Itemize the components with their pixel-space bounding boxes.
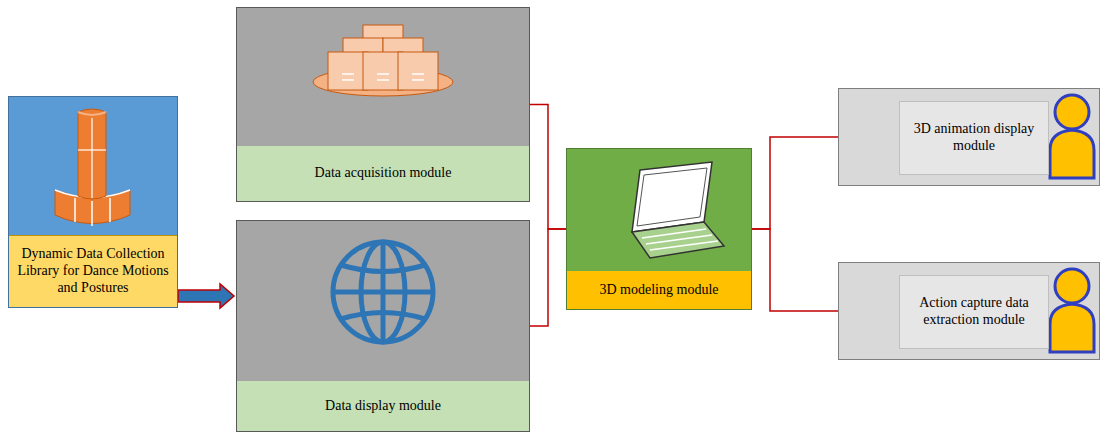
library-box: Dynamic Data Collection Library for Danc… (8, 96, 178, 308)
globe-icon (333, 242, 433, 342)
connector (530, 105, 566, 230)
person-icon (1050, 95, 1094, 352)
connector (178, 284, 234, 308)
node-label: 3D modeling module (567, 271, 751, 309)
connector (530, 229, 566, 326)
connector-line (530, 229, 566, 326)
connector (752, 229, 838, 311)
library-icon (55, 109, 130, 226)
node-label: Dynamic Data Collection Library for Danc… (9, 235, 177, 307)
module-box: Data display module (236, 220, 530, 432)
laptop-icon (632, 162, 724, 258)
output-box: 3D animation display module (838, 88, 1100, 186)
module-box: Data acquisition module (236, 7, 530, 202)
connector-line (752, 229, 838, 311)
node-label: Data acquisition module (237, 146, 529, 201)
connector-line (752, 137, 838, 229)
connector-line (530, 105, 566, 230)
node-label: Action capture data extraction module (899, 275, 1049, 349)
module-box: 3D modeling module (566, 148, 752, 310)
block-arrow (178, 284, 234, 308)
node-label: Data display module (237, 381, 529, 431)
server-icon (313, 25, 453, 96)
output-box: Action capture data extraction module (838, 262, 1100, 360)
node-label: 3D animation display module (899, 101, 1049, 175)
connector (752, 137, 838, 229)
